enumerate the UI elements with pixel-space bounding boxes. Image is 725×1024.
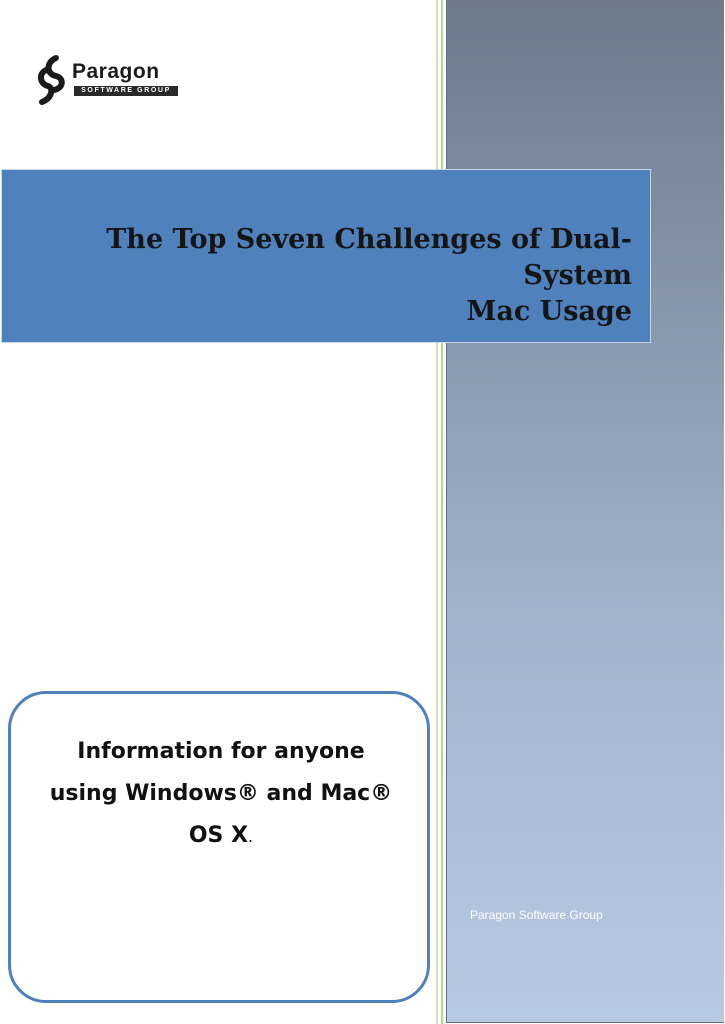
green-rule-right <box>441 0 443 1024</box>
callout-line-2: using Windows® and Mac® <box>49 781 393 806</box>
callout-text: Information for anyone using Windows® an… <box>41 731 401 858</box>
paragon-logo-mark-icon <box>38 55 65 105</box>
callout-line-3-main: OS X <box>188 823 249 848</box>
callout-line-3-period: . <box>248 827 254 846</box>
document-title-line-2: Mac Usage <box>466 296 632 327</box>
sidebar-company-name: Paragon Software Group <box>470 908 603 922</box>
callout-line-3: OS X. <box>41 815 401 858</box>
title-band: The Top Seven Challenges of Dual-System … <box>1 169 651 343</box>
paragon-logo: Paragon SOFTWARE GROUP <box>34 54 184 108</box>
document-title-line-1: The Top Seven Challenges of Dual-System <box>106 224 632 291</box>
callout-line-1: Information for anyone <box>77 739 365 764</box>
green-rule-left <box>436 0 438 1024</box>
info-callout-box: Information for anyone using Windows® an… <box>8 691 430 1003</box>
logo-wordmark: Paragon <box>72 60 160 83</box>
sidebar-panel <box>446 0 724 1023</box>
logo-tagline: SOFTWARE GROUP <box>74 86 178 96</box>
document-title: The Top Seven Challenges of Dual-System … <box>12 222 632 330</box>
